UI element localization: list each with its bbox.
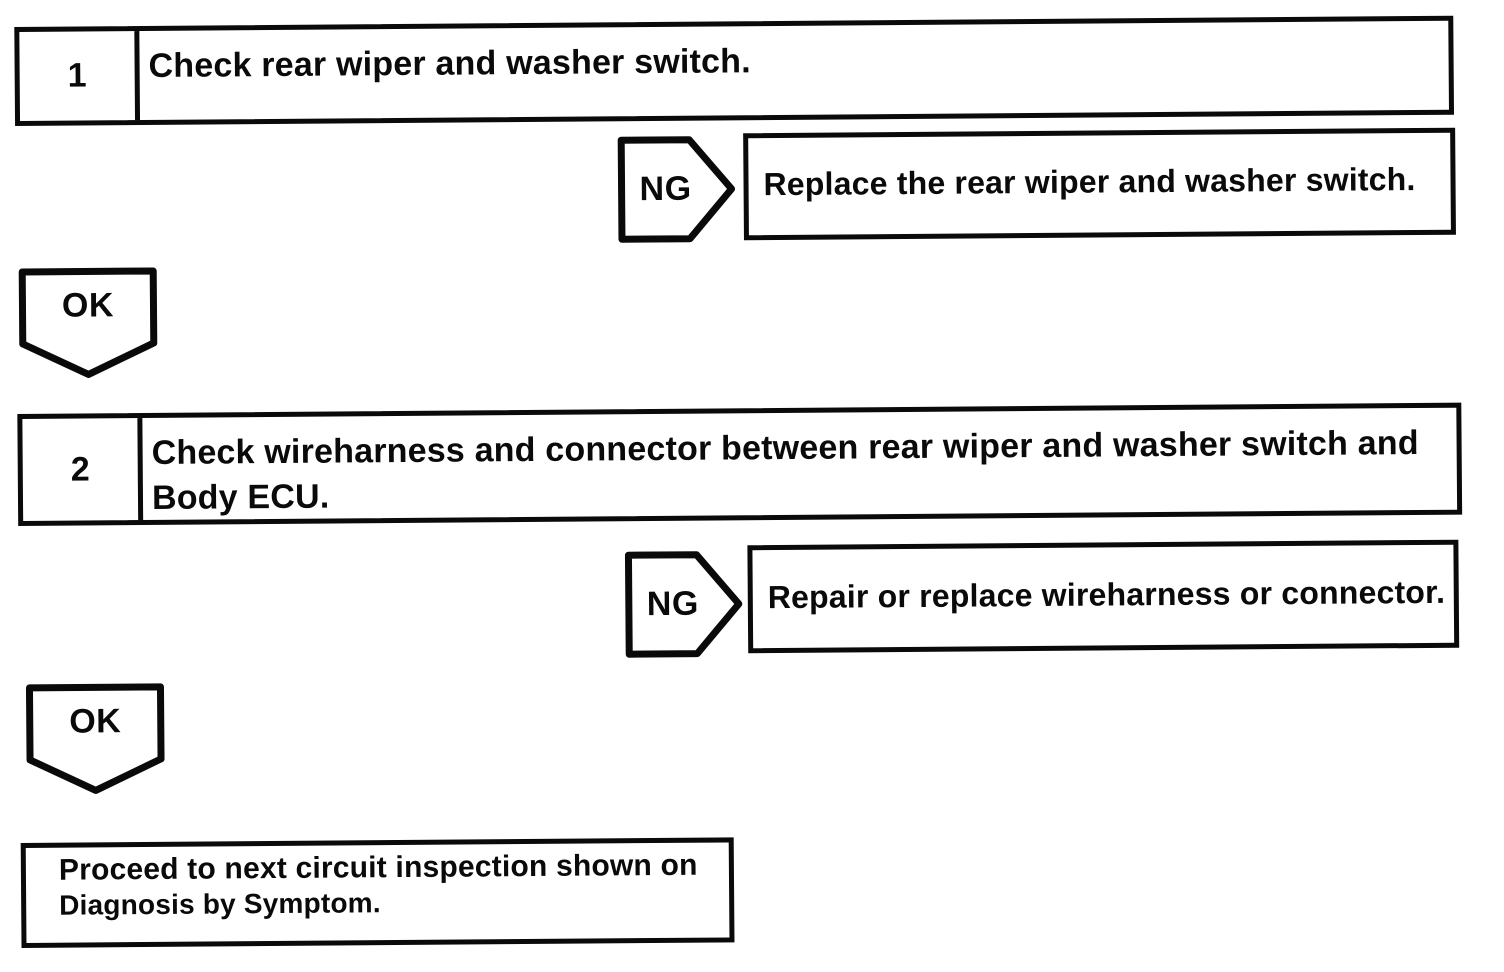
step-2-ok-label: OK	[69, 701, 122, 741]
step-1-number: 1	[19, 31, 141, 121]
step-1-ng-arrow: NG	[617, 135, 736, 243]
step-2-box: 2 Check wireharness and connector betwee…	[17, 402, 1463, 527]
step-2-ng-label: NG	[646, 584, 699, 624]
final-action-box: Proceed to next circuit inspection shown…	[20, 837, 735, 949]
step-1-box: 1 Check rear wiper and washer switch.	[14, 15, 1455, 127]
step-2-ng-action: Repair or replace wireharness or connect…	[767, 573, 1446, 615]
step-2-ng-action-box: Repair or replace wireharness or connect…	[747, 539, 1460, 654]
step-1-ok-label: OK	[61, 285, 115, 325]
step-2-ok-arrow: OK	[25, 683, 165, 796]
step-2-ng-arrow: NG	[624, 550, 743, 658]
ok-arrow-icon	[25, 683, 165, 794]
step-2-number: 2	[22, 418, 144, 521]
step-2-instruction: Check wireharness and connector between …	[151, 424, 1419, 517]
step-1-ng-action-box: Replace the rear wiper and washer switch…	[743, 127, 1456, 241]
ng-arrow-icon	[617, 136, 736, 243]
final-action-line2: Diagnosis by Symptom.	[59, 887, 381, 921]
step-1-ng-label: NG	[639, 169, 692, 209]
step-1-ok-arrow: OK	[18, 267, 158, 380]
step-1-ng-action: Replace the rear wiper and washer switch…	[763, 161, 1416, 203]
step-1-instruction: Check rear wiper and washer switch.	[148, 42, 751, 85]
ng-arrow-icon	[624, 551, 743, 658]
ok-arrow-icon	[18, 267, 158, 378]
final-action-line1: Proceed to next circuit inspection shown…	[58, 848, 698, 887]
